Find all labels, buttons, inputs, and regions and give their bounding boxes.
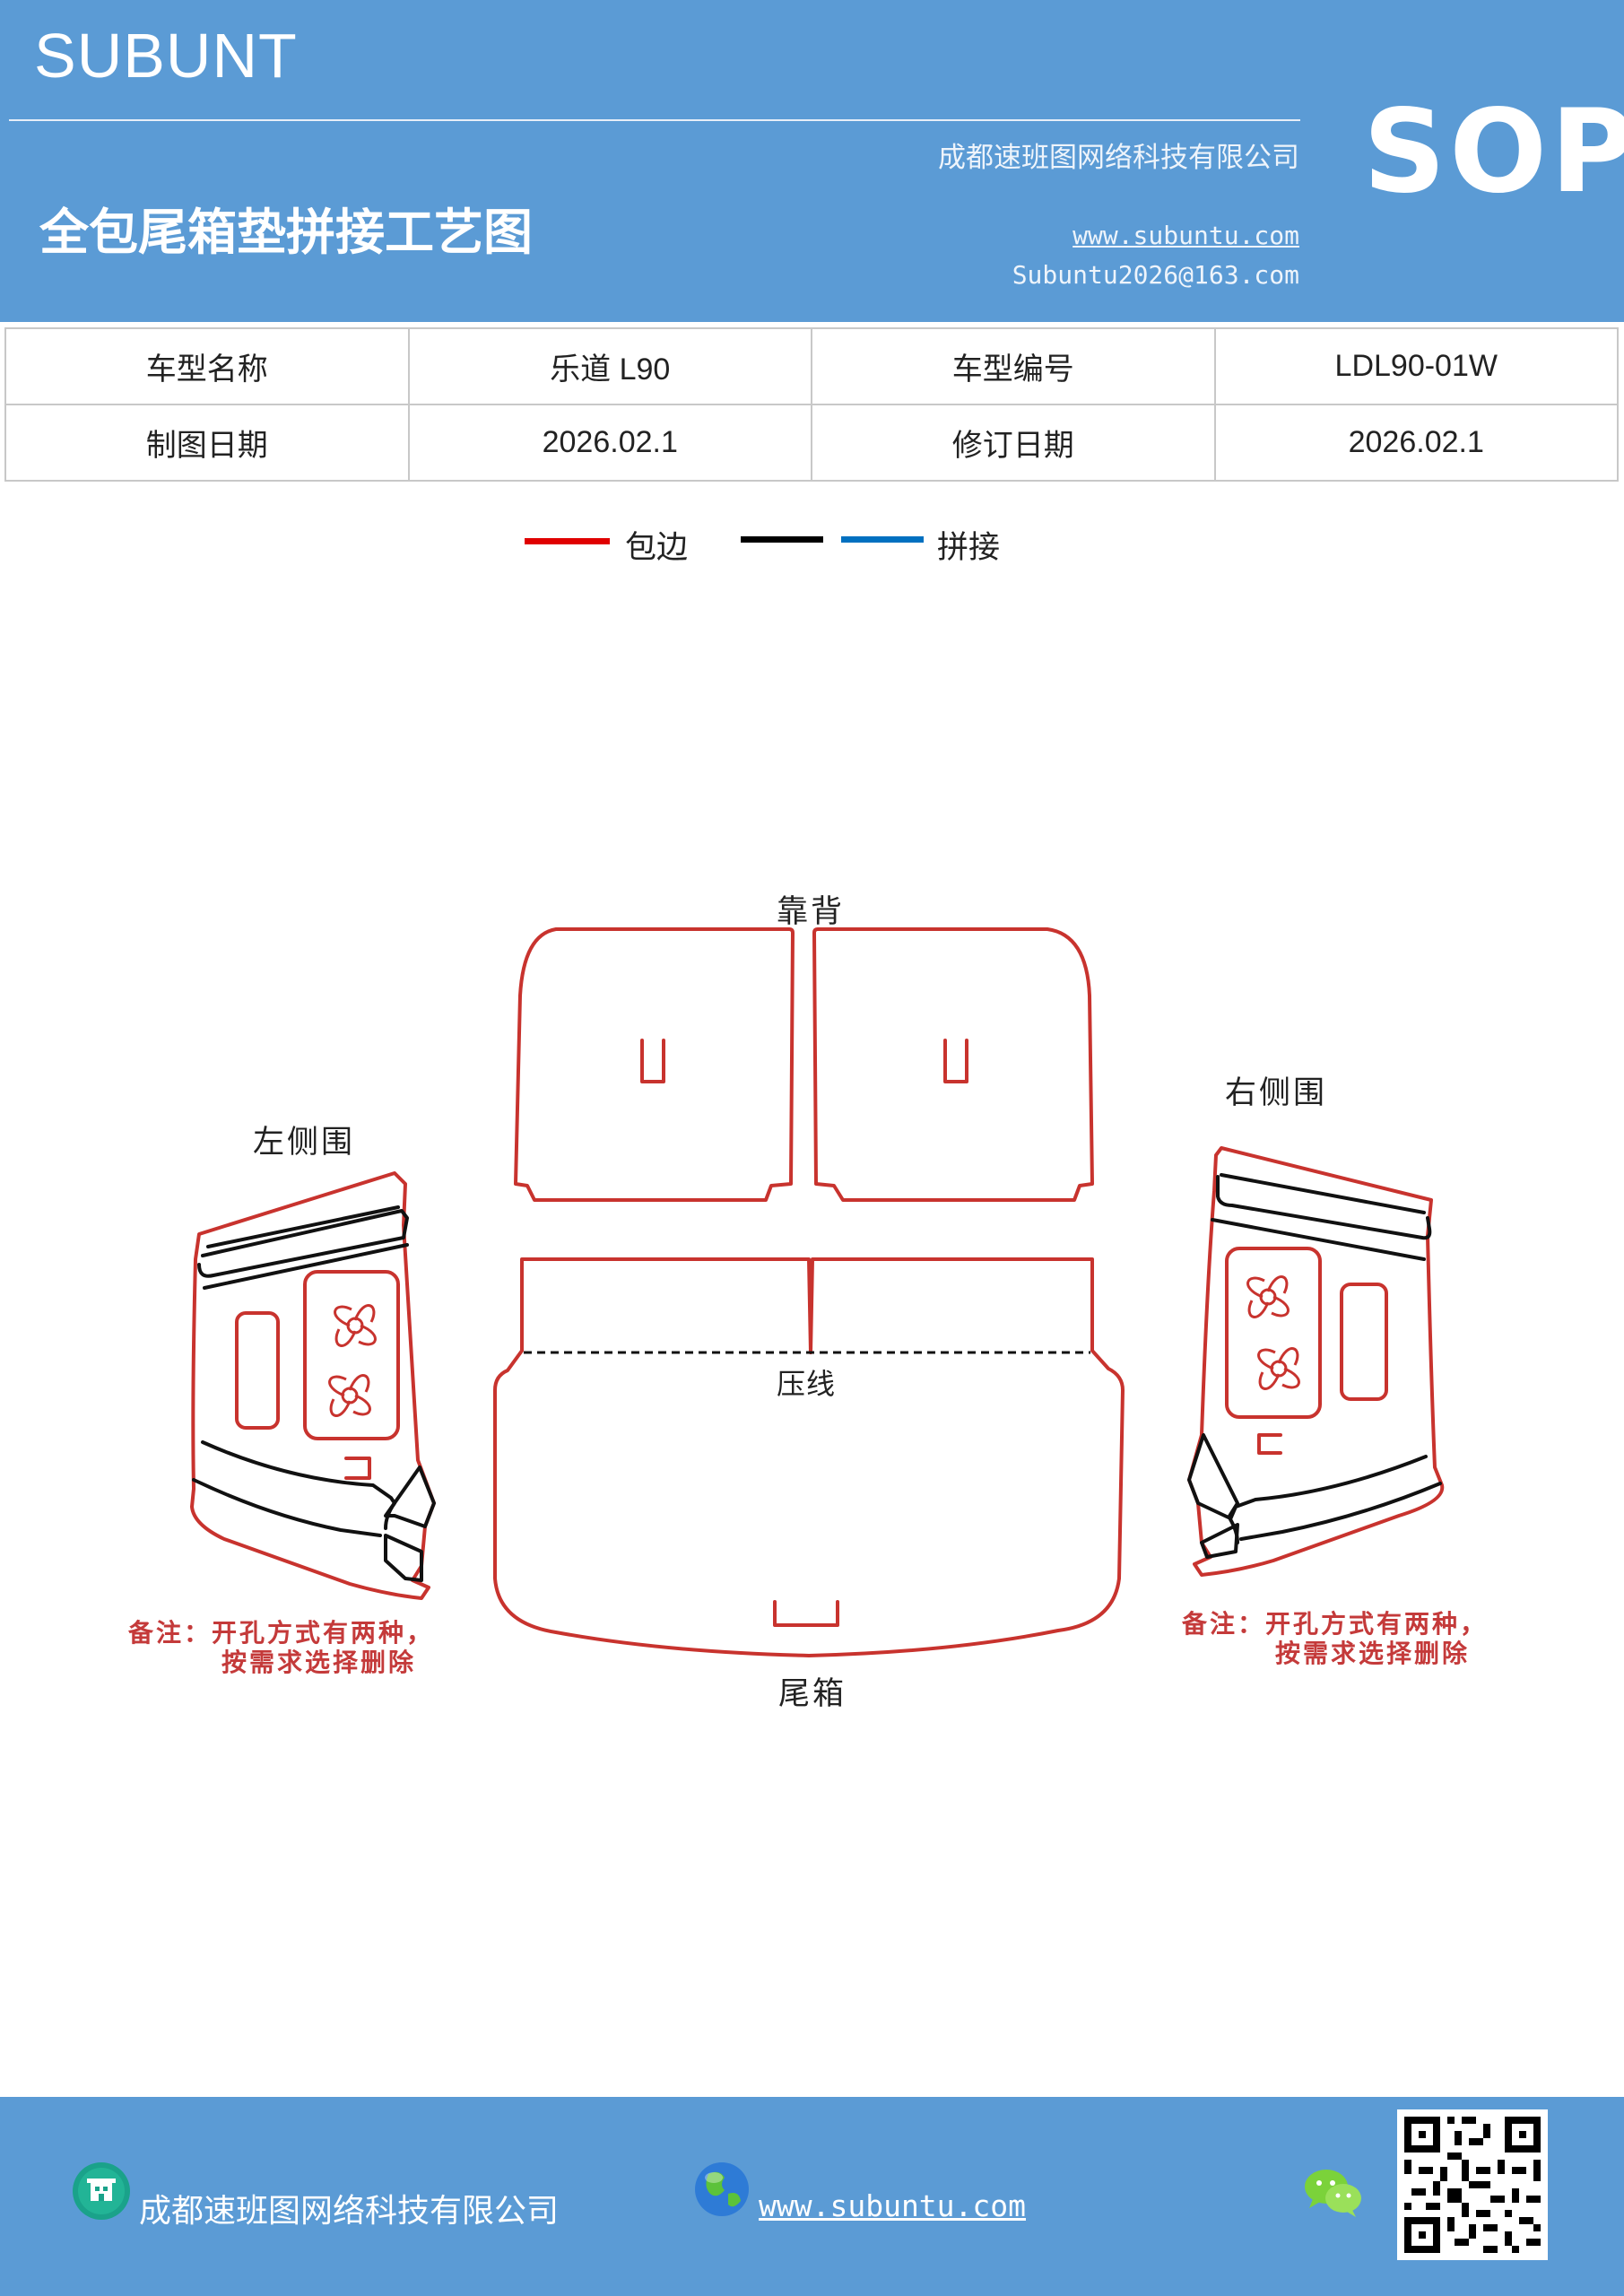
- draw-date-value: 2026.02.1: [407, 404, 812, 482]
- crease-label: 压线: [777, 1367, 837, 1401]
- revise-date-label: 修订日期: [811, 404, 1216, 482]
- building-icon: [73, 2162, 130, 2220]
- table-row: 车型名称 乐道 L90 车型编号 LDL90-01W: [4, 327, 1619, 405]
- legend: 包边 拼接: [0, 511, 1624, 583]
- right-side-label: 右侧围: [1225, 1075, 1328, 1111]
- backrest-right-slot: [943, 1039, 968, 1083]
- legend-edge-line: [525, 538, 610, 544]
- backrest-left-panel: [514, 927, 795, 1202]
- trunk-floor-panel: [493, 1257, 1125, 1657]
- model-name-label: 车型名称: [4, 327, 410, 405]
- table-row: 制图日期 2026.02.1 修订日期 2026.02.1: [4, 404, 1619, 482]
- left-flower-ornaments: [328, 1304, 377, 1417]
- qr-code-pattern: [1397, 2109, 1548, 2260]
- trunk-bottom-slot: [773, 1600, 839, 1627]
- backrest-left-slot: [640, 1039, 665, 1083]
- legend-black-line: [741, 536, 823, 543]
- legend-splice-label: 拼接: [937, 530, 1001, 566]
- model-code-label: 车型编号: [811, 327, 1216, 405]
- footer-banner: 成都速班图网络科技有限公司 www.subuntu.com: [0, 2097, 1624, 2296]
- right-note-line2: 按需求选择删除: [1275, 1639, 1471, 1668]
- header-banner: SUBUNT 成都速班图网络科技有限公司 全包尾箱垫拼接工艺图 www.subu…: [0, 0, 1624, 322]
- info-table: 车型名称 乐道 L90 车型编号 LDL90-01W 制图日期 2026.02.…: [4, 327, 1619, 482]
- brand-name: SUBUNT: [34, 21, 298, 91]
- legend-edge-label: 包边: [625, 530, 689, 566]
- left-note: 备注：开孔方式有两种， 按需求选择删除: [128, 1618, 434, 1677]
- footer-website-link[interactable]: www.subuntu.com: [759, 2188, 1027, 2223]
- backrest-label: 靠背: [777, 894, 846, 930]
- backrest-right-panel: [812, 927, 1094, 1202]
- left-side-label: 左侧围: [253, 1125, 356, 1161]
- trunk-label: 尾箱: [778, 1676, 847, 1712]
- draw-date-label: 制图日期: [4, 404, 410, 482]
- wechat-icon: [1305, 2170, 1361, 2217]
- globe-icon: [695, 2162, 749, 2216]
- company-name: 成都速班图网络科技有限公司: [938, 142, 1299, 174]
- right-note: 备注：开孔方式有两种， 按需求选择删除: [1182, 1609, 1488, 1668]
- model-code-value: LDL90-01W: [1213, 327, 1619, 405]
- qr-code[interactable]: [1397, 2109, 1548, 2260]
- sop-badge: SOP: [1363, 85, 1624, 219]
- pattern-diagram: [190, 927, 1445, 1657]
- right-side-panel: [1187, 1146, 1445, 1577]
- footer-company: 成都速班图网络科技有限公司: [139, 2193, 560, 2230]
- left-note-line2: 按需求选择删除: [221, 1648, 417, 1677]
- model-name-value: 乐道 L90: [407, 327, 812, 405]
- revise-date-value: 2026.02.1: [1213, 404, 1619, 482]
- document-title: 全包尾箱垫拼接工艺图: [39, 204, 534, 261]
- website-link[interactable]: www.subuntu.com: [1073, 221, 1299, 250]
- header-divider: [9, 119, 1300, 121]
- right-flower-ornaments: [1246, 1275, 1300, 1390]
- legend-splice-line: [841, 536, 924, 543]
- left-note-line1: 备注：开孔方式有两种，: [128, 1618, 435, 1648]
- right-note-line1: 备注：开孔方式有两种，: [1182, 1609, 1489, 1639]
- email-address: Subuntu2026@163.com: [1012, 260, 1299, 290]
- left-side-panel: [190, 1171, 436, 1600]
